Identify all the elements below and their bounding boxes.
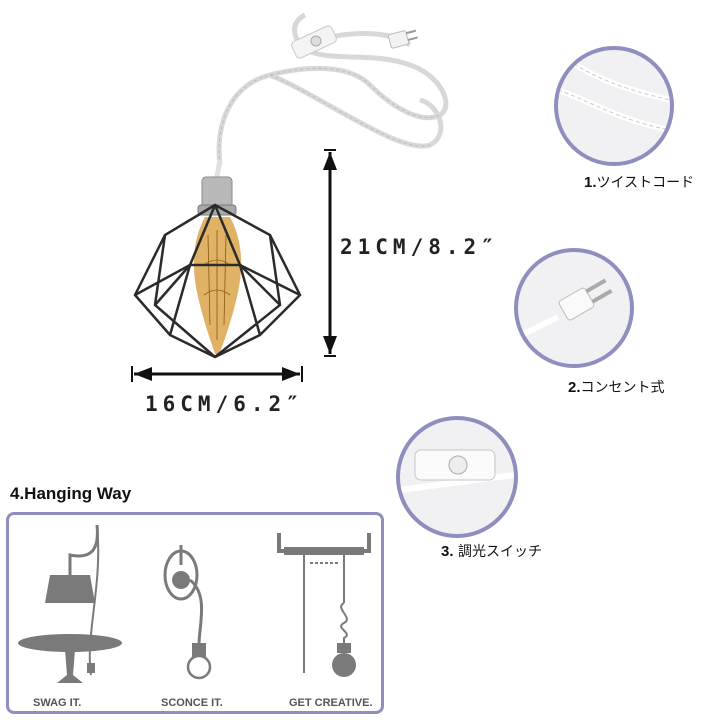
diamond-cage — [133, 203, 302, 359]
sconce-lamp-icon — [163, 545, 212, 680]
edison-bulb — [193, 217, 242, 357]
hanging-title: 4.Hanging Way — [10, 484, 132, 503]
feature-3-label: 3. 調光スイッチ — [441, 543, 542, 560]
hanging-way-label: SWAG IT. — [33, 697, 82, 709]
hanging-way-label: SCONCE IT. — [161, 697, 223, 709]
hanging-panel: SWAG IT. SCONCE IT. GET CREATIVE. — [6, 512, 384, 714]
width-arrow — [131, 366, 303, 382]
height-arrow — [323, 149, 337, 357]
dimmer-switch-icon — [400, 449, 514, 493]
twisted-cord-icon — [558, 57, 670, 133]
hanging-way-label: GET CREATIVE. — [289, 697, 373, 709]
feature-2-label: 2.コンセント式 — [568, 379, 665, 396]
feature-switch-circle — [396, 416, 518, 538]
plug-icon — [518, 278, 613, 340]
product-image — [133, 12, 449, 359]
feature-1-label: 1.ツイストコード — [584, 174, 695, 191]
plug — [387, 29, 418, 49]
creative-hang-icon — [277, 533, 371, 677]
feature-plug-circle — [514, 248, 634, 368]
swag-lamp-icon — [18, 525, 122, 683]
width-label: 16CM/6.2″ — [145, 392, 304, 416]
height-label: 21CM/8.2″ — [340, 235, 499, 259]
feature-cord-circle — [554, 46, 674, 166]
